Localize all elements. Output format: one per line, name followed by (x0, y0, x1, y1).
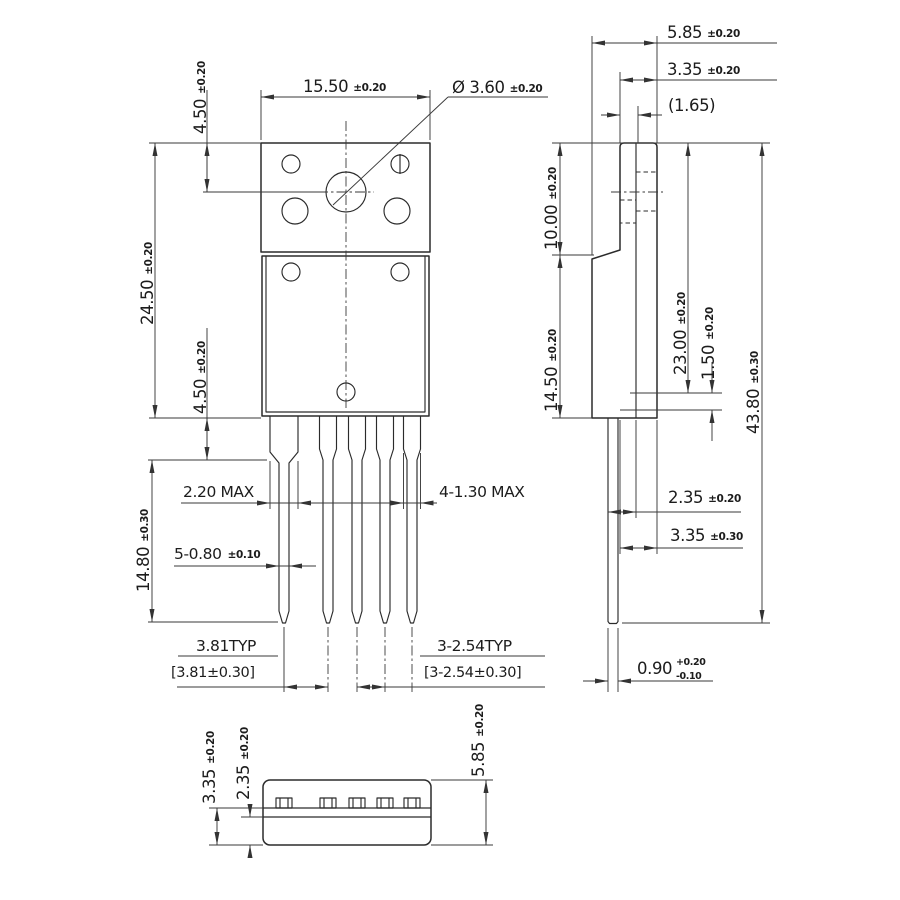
dim-pitch-a-alt-label: [3.81±0.30] (171, 665, 255, 681)
lead-4 (375, 416, 395, 624)
dim-hole-to-bottom-label: 4.50±0.20 (191, 341, 210, 414)
front-tab-outline (260, 142, 431, 253)
lead-5 (402, 416, 422, 624)
dim-hole-to-bottom: 4.50±0.20 (191, 328, 210, 460)
dim-standoff: 1.50±0.20 (620, 307, 722, 441)
dim-tab-to-hole: 4.50±0.20 (149, 61, 320, 193)
dim-front-body-width: 15.50±0.20 (260, 77, 431, 140)
dim-pitch-b-label: 3-2.54TYP (437, 637, 512, 655)
bottom-view: 3.35±0.20 2.35±0.20 5.85±0.20 (200, 704, 493, 858)
dim-lead-thickness-tol-plus: +0.20 (676, 657, 706, 668)
dim-bottom-tab-depth-label: 3.35±0.20 (200, 731, 219, 804)
front-body-outline (261, 255, 430, 417)
dim-lead-pitch: 3.81TYP [3.81±0.30] 3-2.54TYP [3-2.54±0.… (171, 627, 545, 692)
dim-lead-face: 3.35±0.30 (619, 420, 743, 554)
dim-pitch-a-label: 3.81TYP (196, 637, 256, 655)
dim-tab-thickness-label: 3.35±0.20 (667, 60, 740, 79)
dim-lead-thickness: 0.90 +0.20 -0.10 (583, 628, 713, 692)
dim-side-depth: 5.85±0.20 (591, 23, 777, 255)
dim-bottom-depth-label: 5.85±0.20 (469, 704, 488, 777)
bottom-lead-sections (275, 797, 421, 809)
dim-total-height: 43.80±0.30 (622, 143, 770, 624)
dim-ref-thickness-label: (1.65) (668, 96, 715, 115)
bottom-outline (262, 779, 432, 846)
dim-hole-label: Ø 3.60±0.20 (452, 78, 542, 97)
lead-3 (347, 416, 367, 624)
tab-hole-top-left (281, 154, 301, 174)
dim-mounting-hole-diameter: Ø 3.60±0.20 (332, 78, 548, 206)
dim-pitch-b-alt-label: [3-2.54±0.30] (424, 665, 521, 681)
dim-bottom-lead-setback-label: 2.35±0.20 (234, 727, 253, 800)
dim-bottom-tab-depth: 3.35±0.20 (200, 731, 263, 846)
side-view: 5.85±0.20 3.35±0.20 (1.65) 10.00±0.20 14… (542, 23, 777, 692)
dim-ref-thickness: (1.65) (601, 96, 716, 143)
dim-body-height-label: 14.50±0.20 (542, 329, 561, 412)
dim-lead-thickness-tol-minus: -0.10 (676, 671, 702, 682)
lead-2 (318, 416, 338, 624)
body-hole-right (390, 262, 410, 282)
dim-tab-height: 10.00±0.20 14.50±0.20 (542, 142, 770, 419)
dim-lead-width-label: 4-1.30 MAX (439, 483, 525, 501)
dim-lead-setback-side-label: 2.35±0.20 (668, 488, 741, 507)
dim-shoulder-height-label: 23.00±0.20 (671, 292, 690, 375)
dim-lead-tip-width: 5-0.80±0.10 (174, 545, 316, 569)
dim-lead-thickness-label: 0.90 (637, 659, 672, 678)
dim-front-body-width-label: 15.50±0.20 (303, 77, 386, 96)
side-recess-hidden (619, 199, 637, 224)
tab-hole-mid-left (281, 197, 309, 225)
hole-leader-line (332, 96, 449, 206)
dim-total-height-label: 43.80±0.30 (744, 351, 763, 434)
dim-front-body-height-label: 24.50±0.20 (138, 242, 157, 325)
tab-hole-mid-right (383, 197, 411, 225)
body-hole-left (281, 262, 301, 282)
dim-tab-to-hole-label: 4.50±0.20 (191, 61, 210, 134)
lead-1 (269, 416, 299, 624)
dim-tab-thickness: 3.35±0.20 (619, 60, 777, 143)
dim-bottom-lead-setback: 2.35±0.20 (234, 727, 263, 858)
dim-lead1-width-label: 2.20 MAX (183, 483, 255, 501)
side-outline (591, 142, 658, 419)
side-lead (607, 418, 619, 625)
front-view: 15.50±0.20 Ø 3.60±0.20 4.50±0.20 24.50±0… (134, 61, 548, 692)
dim-side-depth-label: 5.85±0.20 (667, 23, 740, 42)
front-body-inner-line (265, 256, 426, 413)
dim-shoulder-height: 23.00±0.20 (630, 143, 722, 394)
dim-front-body-height: 24.50±0.20 (138, 143, 261, 419)
dim-bottom-depth: 5.85±0.20 (431, 704, 493, 846)
dim-lead-widths: 2.20 MAX 4-1.30 MAX (181, 453, 526, 509)
dim-lead-setback-side: 2.35±0.20 (608, 420, 741, 518)
dim-lead-tip-width-label: 5-0.80±0.10 (174, 545, 260, 563)
dim-lead-length: 14.80±0.30 (134, 459, 278, 623)
dim-tab-height-label: 10.00±0.20 (542, 167, 561, 250)
dim-standoff-label: 1.50±0.20 (699, 307, 718, 380)
dim-lead-face-label: 3.35±0.30 (670, 526, 743, 545)
dim-lead-length-label: 14.80±0.30 (134, 509, 153, 592)
